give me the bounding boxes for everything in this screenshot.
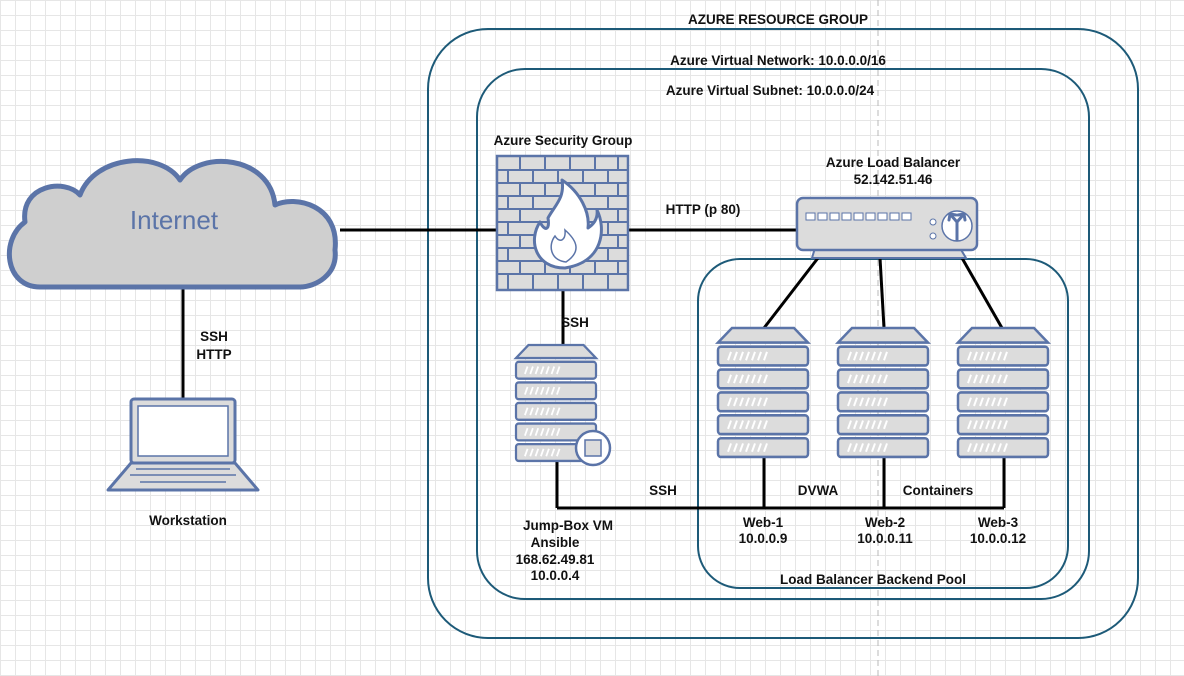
web2-ip: 10.0.0.11: [857, 531, 913, 546]
web1-ip: 10.0.0.9: [739, 531, 788, 546]
firewall-icon: [495, 154, 630, 292]
web1-name: Web-1: [743, 515, 784, 530]
bus-label-ssh: SSH: [649, 483, 677, 498]
workstation-link-label-ssh: SSH: [200, 329, 228, 344]
backend-pool-label: Load Balancer Backend Pool: [780, 572, 966, 587]
internet-label: Internet: [130, 205, 219, 235]
web-server-icon: [836, 326, 930, 459]
jumpbox-server-icon: [514, 343, 612, 467]
firewall-to-jumpbox-label: SSH: [561, 315, 589, 330]
web3-name: Web-3: [978, 515, 1019, 530]
web-server-icon: [716, 326, 810, 459]
lb-to-web3-link: [960, 257, 1004, 329]
lb-to-web1-link: [762, 257, 820, 329]
load-balancer-title: Azure Load Balancer: [826, 155, 961, 170]
jumpbox-private-ip: 10.0.0.4: [531, 568, 580, 583]
connection-lines: [181, 228, 1006, 510]
jumpbox-public-ip: 168.62.49.81: [516, 552, 595, 567]
security-group-label: Azure Security Group: [494, 133, 633, 148]
vnet-boundary: [476, 68, 1090, 600]
load-balancer-ip: 52.142.51.46: [854, 172, 933, 187]
jumpbox-name: Jump-Box VM: [523, 518, 613, 533]
laptop-icon: [106, 397, 260, 492]
workstation-label: Workstation: [149, 513, 227, 528]
jumpbox-role: Ansible: [531, 535, 580, 550]
cloud-icon: [7, 158, 338, 290]
resource-group-boundary: [427, 28, 1139, 639]
workstation-link-label-http: HTTP: [196, 347, 231, 362]
lb-to-web2-link: [878, 257, 886, 329]
vnet-label: Azure Virtual Network: 10.0.0.0/16: [670, 53, 886, 68]
web3-ip: 10.0.0.12: [970, 531, 1026, 546]
web2-name: Web-2: [865, 515, 905, 530]
bus-label-containers: Containers: [903, 483, 974, 498]
load-balancer-icon: [795, 196, 979, 259]
resource-group-label: AZURE RESOURCE GROUP: [688, 12, 868, 27]
subnet-label: Azure Virtual Subnet: 10.0.0.0/24: [666, 83, 875, 98]
web-server-icon: [956, 326, 1050, 459]
bus-label-dvwa: DVWA: [798, 483, 839, 498]
firewall-to-lb-label: HTTP (p 80): [666, 202, 741, 217]
